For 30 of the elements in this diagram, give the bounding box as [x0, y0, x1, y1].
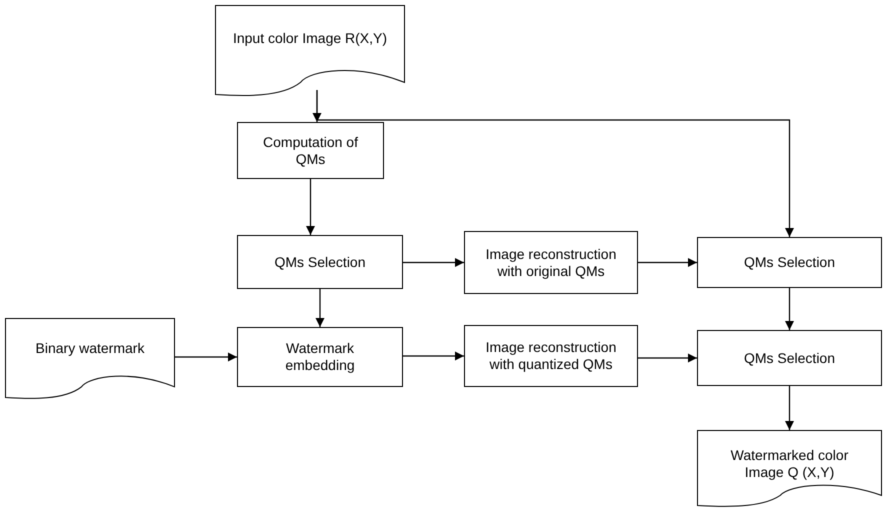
node-label: Binary watermark	[34, 340, 146, 356]
document-shape	[5, 318, 175, 398]
arrow	[785, 386, 794, 430]
arrow	[638, 258, 697, 267]
process-box	[697, 330, 882, 386]
node-label: Image reconstruction with original QMs	[484, 246, 618, 280]
process-box	[237, 235, 403, 289]
arrow	[306, 179, 315, 235]
process-box	[697, 237, 882, 288]
document-shape	[215, 5, 405, 95]
document-shape	[697, 430, 882, 506]
node-label: Watermarked color Image Q (X,Y)	[730, 447, 850, 481]
arrow	[638, 354, 697, 362]
node-label: Watermark embedding	[284, 340, 356, 374]
node-label: QMs Selection	[742, 254, 836, 271]
arrow	[403, 352, 464, 360]
node-label: Image reconstruction with quantized QMs	[484, 339, 618, 373]
process-box	[464, 231, 638, 294]
node-label: QMs Selection	[273, 254, 367, 270]
process-box	[237, 122, 384, 179]
process-box	[237, 327, 403, 387]
arrow	[785, 288, 794, 330]
process-box	[464, 325, 638, 387]
arrow	[403, 258, 464, 267]
arrow	[175, 352, 237, 362]
node-label: Input color Image R(X,Y)	[232, 30, 388, 46]
arrow	[316, 90, 794, 237]
arrow	[316, 289, 324, 327]
node-label: QMs Selection	[742, 350, 836, 366]
node-label: Computation of QMs	[262, 134, 359, 168]
